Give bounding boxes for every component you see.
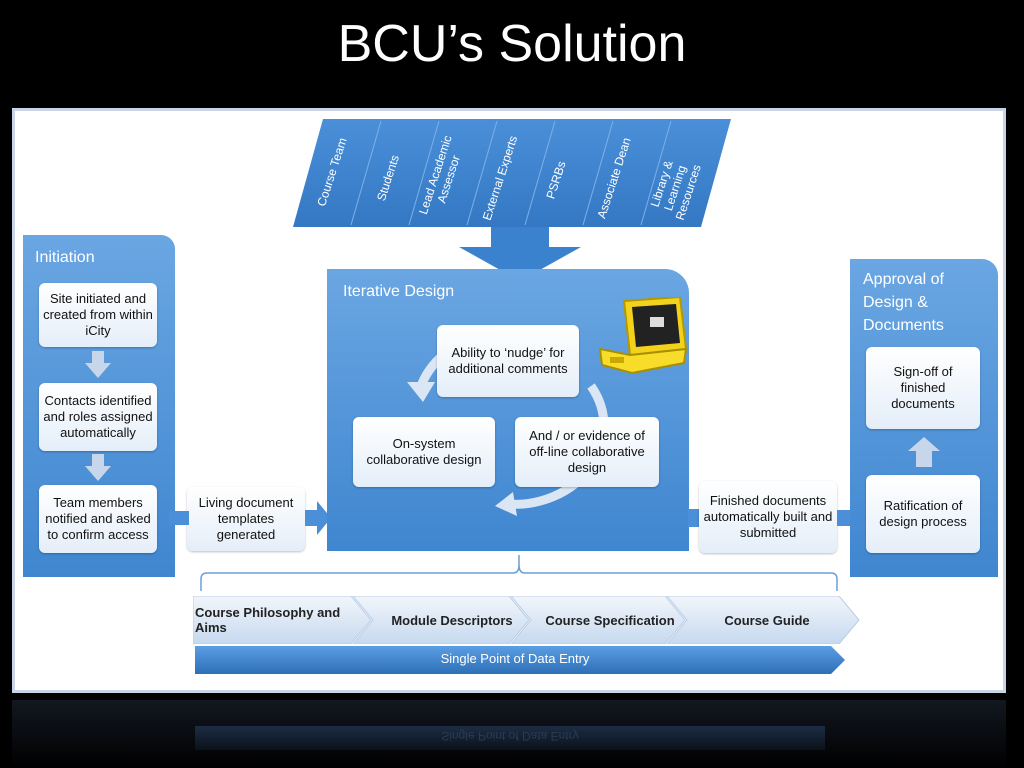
- finished-docs-card: Finished documents automatically built a…: [699, 481, 837, 553]
- sign-off-card: Sign-off of finished documents: [866, 347, 980, 429]
- single-point-bar: [195, 646, 845, 674]
- flow-course-guide: Course Guide: [724, 612, 810, 628]
- up-arrow-icon: [908, 437, 940, 467]
- initiation-step-contacts: Contacts identified and roles assigned a…: [39, 383, 157, 451]
- flow-module-descriptors: Module Descriptors: [391, 612, 513, 628]
- down-arrow-icon: [85, 454, 111, 481]
- ratification-card: Ratification of design process: [866, 475, 980, 553]
- diagram-frame: Course Team Students Lead Academic Asses…: [12, 108, 1006, 693]
- approval-title: Approval of Design & Documents: [863, 271, 944, 334]
- on-system-card: On-system collaborative design: [353, 417, 495, 487]
- initiation-step-site: Site initiated and created from within i…: [39, 283, 157, 347]
- down-arrow-icon: [459, 227, 581, 281]
- bracket: [200, 555, 838, 591]
- initiation-title: Initiation: [35, 249, 95, 266]
- off-line-card: And / or evidence of off-line collaborat…: [515, 417, 659, 487]
- process-flow: [193, 596, 860, 644]
- flow-course-specification: Course Specification: [545, 612, 675, 628]
- flow-course-philosophy: Course Philosophy and Aims: [195, 605, 341, 635]
- single-point-label: Single Point of Data Entry: [440, 651, 590, 666]
- equipment-case-image: [598, 297, 688, 375]
- right-arrow-icon: [305, 501, 331, 535]
- initiation-step-team: Team members notified and asked to confi…: [39, 485, 157, 553]
- iterative-design-title: Iterative Design: [343, 283, 455, 300]
- reflection-text: Single Point of Data Entry: [441, 729, 579, 743]
- right-arrow-icon: [688, 509, 702, 527]
- slide-title: BCU’s Solution: [337, 15, 687, 73]
- nudge-card: Ability to ‘nudge’ for additional commen…: [437, 325, 579, 397]
- reflection-bar: [195, 726, 825, 750]
- living-templates-card: Living document templates generated: [187, 487, 305, 551]
- right-arrow-icon: [169, 511, 189, 525]
- stakeholder-banner: [293, 119, 731, 227]
- down-arrow-icon: [85, 351, 111, 378]
